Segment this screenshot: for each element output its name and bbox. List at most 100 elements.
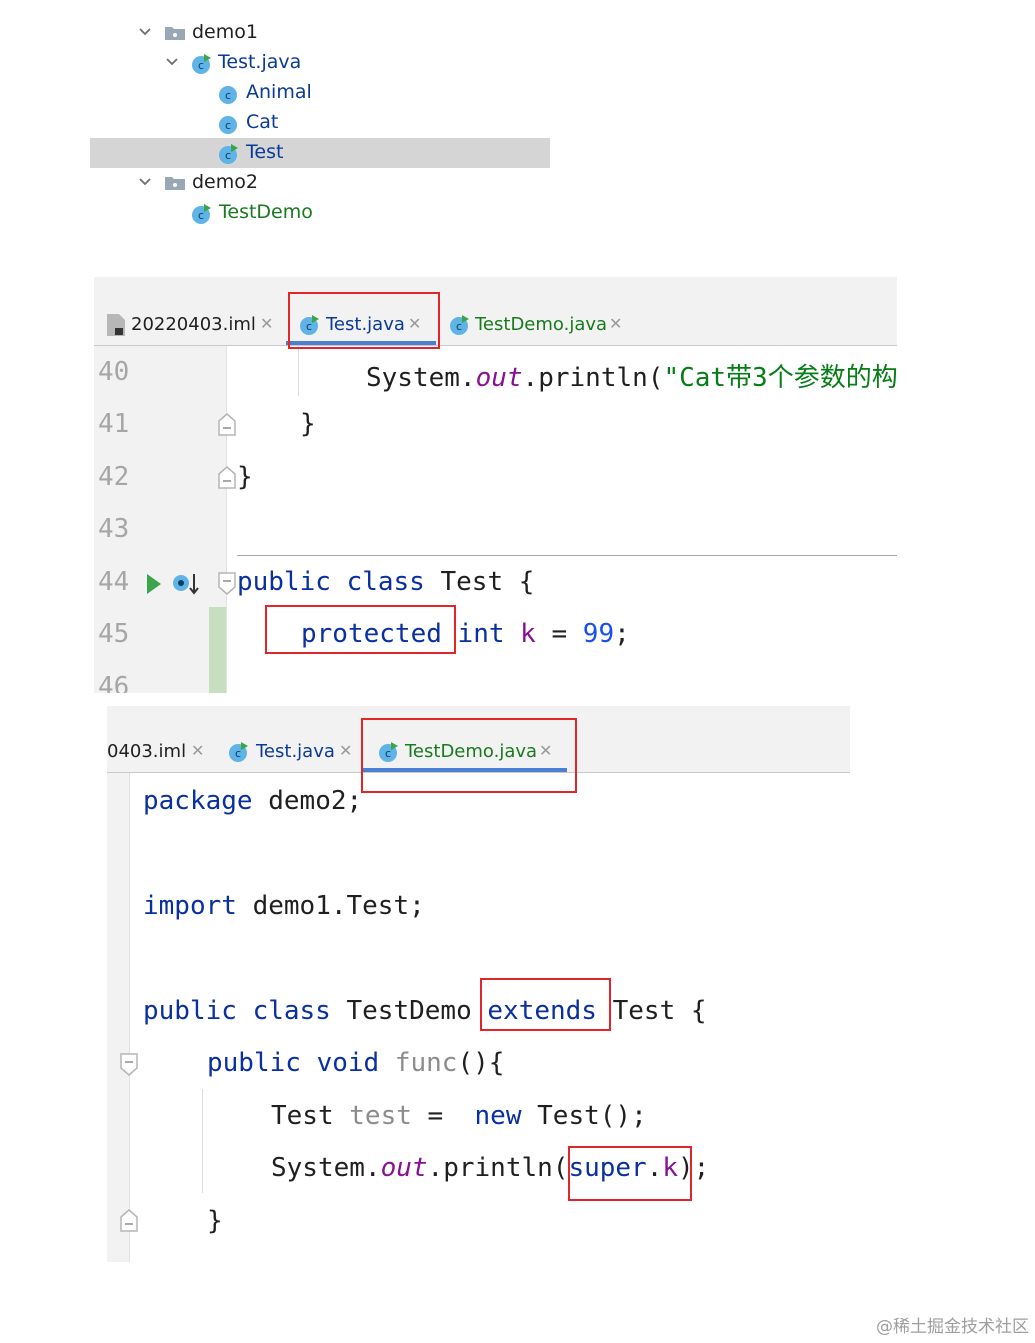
code-line-method-decl: public void func(){ bbox=[207, 1048, 505, 1078]
chevron-down-icon[interactable] bbox=[138, 175, 152, 189]
implemented-by-icon[interactable] bbox=[172, 572, 200, 598]
tree-item-demo2[interactable]: demo2 bbox=[90, 168, 550, 198]
fold-collapse-icon[interactable] bbox=[119, 1209, 139, 1233]
tab-label: Test.java bbox=[326, 314, 405, 335]
highlight-box-super-k bbox=[568, 1146, 692, 1201]
method-separator bbox=[237, 555, 897, 556]
chevron-down-icon[interactable] bbox=[165, 55, 179, 69]
java-class-runnable-icon: c bbox=[192, 204, 211, 224]
highlight-box-protected bbox=[265, 605, 456, 654]
svg-text:c: c bbox=[456, 320, 462, 333]
code-line-42: } bbox=[237, 462, 253, 492]
tree-item-cat[interactable]: c Cat bbox=[90, 108, 550, 138]
tree-item-label: TestDemo bbox=[219, 201, 313, 223]
close-icon[interactable]: ✕ bbox=[339, 741, 353, 760]
editor-test-java: 20220403.iml ✕ c Test.java ✕ c TestDemo.… bbox=[94, 277, 897, 693]
java-class-runnable-icon: c bbox=[192, 54, 211, 74]
tab-label: TestDemo.java bbox=[475, 314, 608, 335]
editor-gutter bbox=[94, 346, 226, 693]
highlight-box-test-java-tab bbox=[288, 292, 440, 349]
tree-item-label: Test bbox=[246, 141, 284, 163]
tree-item-test[interactable]: c Test bbox=[90, 138, 550, 168]
tree-item-animal[interactable]: c Animal bbox=[90, 78, 550, 108]
svg-text:c: c bbox=[225, 149, 231, 162]
active-tab-indicator bbox=[363, 768, 567, 772]
svg-text:c: c bbox=[385, 747, 391, 760]
close-icon[interactable]: ✕ bbox=[539, 741, 553, 760]
package-folder-icon bbox=[165, 177, 185, 190]
project-tree: demo1 c Test.java c Animal c Cat c Test … bbox=[90, 0, 550, 240]
close-icon[interactable]: ✕ bbox=[408, 314, 422, 333]
code-line-new-test: Test test = new Test(); bbox=[271, 1101, 647, 1131]
tree-item-label: Test.java bbox=[218, 51, 302, 73]
watermark: @稀土掘金技术社区 bbox=[876, 1317, 1029, 1337]
close-icon[interactable]: ✕ bbox=[260, 314, 274, 333]
close-icon[interactable]: ✕ bbox=[609, 314, 623, 333]
gutter-divider bbox=[129, 773, 130, 1262]
tree-item-test-java[interactable]: c Test.java bbox=[90, 48, 550, 78]
editor-gutter bbox=[107, 773, 129, 1262]
tab-label: Test.java bbox=[256, 741, 335, 762]
tree-item-label: demo2 bbox=[192, 171, 258, 193]
line-number: 41 bbox=[98, 409, 130, 439]
tree-item-label: Animal bbox=[246, 81, 312, 103]
tab-test-java[interactable]: c Test.java ✕ bbox=[215, 732, 361, 772]
java-class-runnable-icon: c bbox=[379, 742, 398, 762]
java-class-icon: c bbox=[219, 116, 237, 134]
svg-text:c: c bbox=[235, 747, 241, 760]
line-number: 44 bbox=[98, 567, 130, 597]
tab-testdemo-java[interactable]: c TestDemo.java ✕ bbox=[436, 305, 636, 345]
fold-expand-icon[interactable] bbox=[217, 571, 237, 595]
tab-iml[interactable]: 0403.iml ✕ bbox=[107, 732, 215, 772]
run-icon[interactable] bbox=[146, 573, 162, 595]
chevron-down-icon[interactable] bbox=[138, 25, 152, 39]
indent-guide bbox=[202, 1089, 203, 1193]
tab-label: 0403.iml bbox=[107, 741, 187, 762]
active-tab-indicator bbox=[286, 341, 436, 345]
svg-text:c: c bbox=[225, 119, 231, 132]
code-line-44: public class Test { bbox=[237, 567, 535, 597]
java-class-icon: c bbox=[219, 86, 237, 104]
code-line-45: protected int k = 99; bbox=[301, 619, 630, 649]
code-line-import: import demo1.Test; bbox=[143, 891, 425, 921]
highlight-box-extends bbox=[480, 978, 611, 1031]
code-line-40: System.out.println("Cat带3个参数的构 bbox=[366, 363, 897, 393]
tree-item-label: demo1 bbox=[192, 21, 258, 43]
iml-file-icon bbox=[107, 314, 125, 336]
line-number: 42 bbox=[98, 462, 130, 492]
vcs-change-marker bbox=[209, 607, 226, 693]
close-icon[interactable]: ✕ bbox=[191, 741, 205, 760]
java-class-runnable-icon: c bbox=[229, 742, 248, 762]
indent-guide bbox=[298, 346, 299, 396]
code-line-println: System.out.println(super.k); bbox=[271, 1153, 710, 1183]
tab-label: 20220403.iml bbox=[131, 314, 256, 335]
fold-collapse-icon[interactable] bbox=[217, 413, 237, 437]
fold-expand-icon[interactable] bbox=[119, 1052, 139, 1076]
java-class-runnable-icon: c bbox=[300, 315, 319, 335]
editor-testdemo-java: 0403.iml ✕ c Test.java ✕ c TestDemo.java… bbox=[107, 706, 850, 1262]
tree-item-testdemo[interactable]: c TestDemo bbox=[90, 198, 550, 228]
code-line-41: } bbox=[300, 409, 316, 439]
code-line-class-decl: public class TestDemo extends Test { bbox=[143, 996, 707, 1026]
code-line-package: package demo2; bbox=[143, 786, 363, 816]
svg-text:c: c bbox=[198, 59, 204, 72]
java-class-runnable-icon: c bbox=[219, 144, 238, 164]
tab-test-java[interactable]: c Test.java ✕ bbox=[286, 305, 436, 345]
tree-item-demo1[interactable]: demo1 bbox=[90, 18, 550, 48]
fold-collapse-icon[interactable] bbox=[217, 466, 237, 490]
code-line-close-brace: } bbox=[207, 1206, 223, 1236]
line-number: 45 bbox=[98, 619, 130, 649]
tab-label: TestDemo.java bbox=[405, 741, 538, 762]
java-class-runnable-icon: c bbox=[450, 315, 469, 335]
tab-testdemo-java[interactable]: c TestDemo.java ✕ bbox=[363, 732, 567, 772]
highlight-box-testdemo-tab bbox=[361, 718, 577, 793]
editor-tab-bar: 20220403.iml ✕ c Test.java ✕ c TestDemo.… bbox=[94, 277, 897, 346]
line-number: 46 bbox=[98, 672, 130, 693]
tree-item-label: Cat bbox=[246, 111, 279, 133]
line-number: 43 bbox=[98, 514, 130, 544]
tab-iml[interactable]: 20220403.iml ✕ bbox=[94, 305, 286, 345]
svg-text:c: c bbox=[225, 89, 231, 102]
editor-tab-bar: 0403.iml ✕ c Test.java ✕ c TestDemo.java… bbox=[107, 706, 850, 773]
svg-text:c: c bbox=[306, 320, 312, 333]
svg-text:c: c bbox=[198, 209, 204, 222]
